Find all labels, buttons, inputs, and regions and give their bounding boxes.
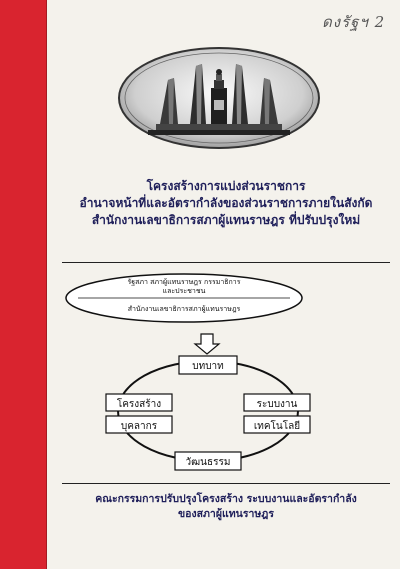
svg-text:ระบบงาน: ระบบงาน	[257, 399, 298, 410]
footer-line-2: ของสภาผู้แทนราษฎร	[177, 508, 274, 520]
divider-bottom	[62, 483, 390, 484]
footer-line-1: คณะกรรมการปรับปรุงโครงสร้าง ระบบงานและอั…	[95, 493, 357, 505]
red-spine	[0, 0, 47, 569]
organization-diagram: รัฐสภา สภาผู้แทนราษฎร กรรมาธิการ และประช…	[65, 273, 311, 471]
svg-text:เทคโนโลยี: เทคโนโลยี	[254, 419, 300, 432]
down-arrow-icon	[193, 333, 221, 355]
node-system: ระบบงาน	[243, 393, 311, 412]
ellipse-top-line2: และประชาชน	[163, 287, 206, 295]
svg-text:บุคลากร: บุคลากร	[121, 421, 158, 432]
ellipse-bottom-line: สำนักงานเลขาธิการสภาผู้แทนราษฎร	[128, 305, 241, 313]
node-culture: วัฒนธรรม	[174, 451, 242, 471]
node-technology: เทคโนโลยี	[243, 415, 311, 434]
democracy-monument-emblem	[118, 47, 320, 149]
title-line-3: สำนักงานเลขาธิการสภาผู้แทนราษฎร ที่ปรับป…	[91, 213, 361, 227]
title-line-2: อำนาจหน้าที่และอัตรากำลังของส่วนราชการภา…	[79, 196, 373, 210]
node-structure: โครงสร้าง	[105, 393, 173, 412]
title-line-1: โครงสร้างการแบ่งส่วนราชการ	[146, 179, 306, 193]
handwritten-note: ดงรัฐฯ 2	[322, 13, 386, 31]
ellipse-top-line1: รัฐสภา สภาผู้แทนราษฎร กรรมาธิการ	[128, 278, 241, 286]
node-personnel: บุคลากร	[105, 415, 173, 434]
svg-text:วัฒนธรรม: วัฒนธรรม	[186, 457, 231, 468]
svg-text:บทบาท: บทบาท	[192, 361, 224, 372]
divider-top	[62, 262, 390, 263]
svg-text:โครงสร้าง: โครงสร้าง	[117, 397, 161, 410]
node-role: บทบาท	[178, 355, 238, 375]
